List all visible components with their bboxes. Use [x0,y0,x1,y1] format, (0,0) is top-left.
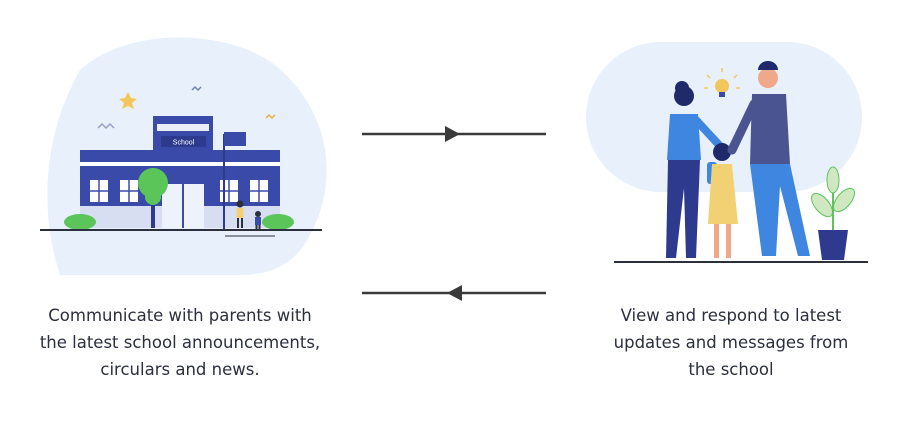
caption-line: circulars and news. [100,360,260,379]
arrow-left [362,285,546,301]
caption-line: View and respond to latest [620,306,842,325]
school-sign-text: School [173,140,195,147]
school-caption: Communicate with parents with the latest… [20,302,340,383]
squiggle-icon [265,113,276,120]
squiggle-icon [191,85,202,92]
school-illustration: School [40,37,327,275]
flag [224,132,246,146]
caption-line: updates and messages from [613,333,849,352]
background-blob [586,42,862,192]
caption-line: the school [688,360,774,379]
potted-plant [811,166,855,260]
lightbulb-icon [704,68,740,97]
bush [262,214,294,230]
caption-line: the latest school announcements, [39,333,321,352]
teacher-figure [236,200,244,228]
child-figure [707,143,738,258]
arrow-right [362,126,546,142]
family-caption: View and respond to latest updates and m… [586,302,876,383]
father-figure [727,61,810,256]
mother-figure [666,81,724,258]
caption-line: Communicate with parents with [48,306,312,325]
tree [138,168,168,198]
family-illustration [586,42,868,263]
star-icon [119,92,137,109]
bush [64,214,96,230]
school-sign [161,136,206,147]
squiggle-icon [97,122,115,130]
exchange-arrows [362,126,546,301]
student-figure [255,211,261,230]
